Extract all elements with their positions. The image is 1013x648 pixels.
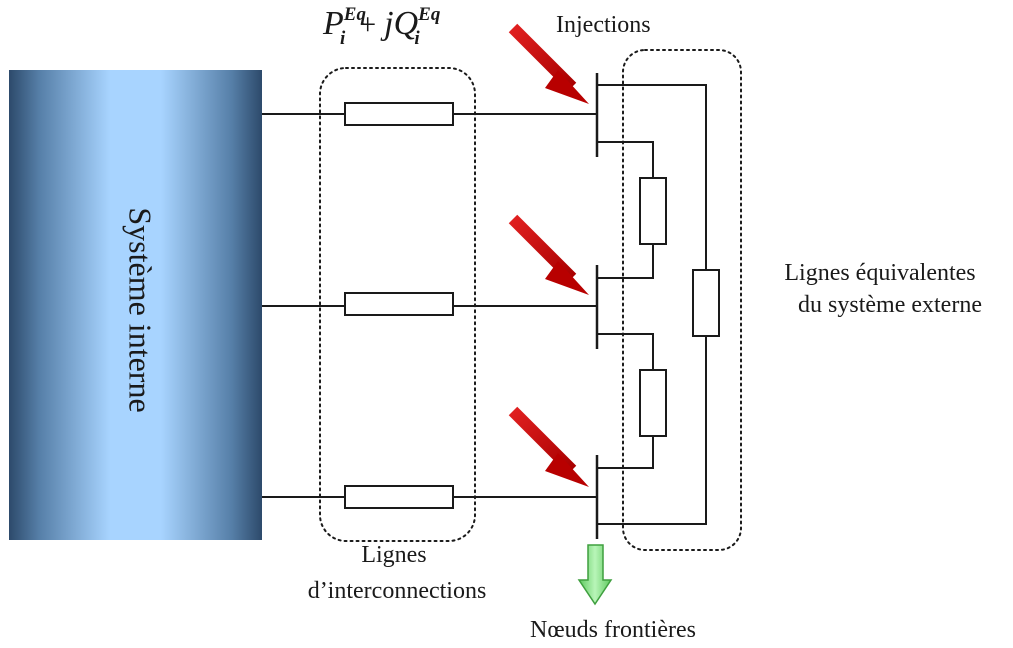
equivalent-resistor-23 bbox=[639, 369, 667, 437]
injection-arrows bbox=[508, 23, 589, 487]
equivalent-lines-label-line1: Lignes équivalentes bbox=[784, 260, 975, 286]
interconnection-lines-label: Lignes d’interconnections bbox=[308, 542, 487, 604]
injection-arrow-icon bbox=[508, 406, 589, 487]
equivalent-resistor-12 bbox=[639, 177, 667, 245]
internal-system-label: Système interne bbox=[123, 207, 159, 412]
interconnection-resistor-3 bbox=[344, 485, 454, 509]
equivalent-wire-23-bottom bbox=[597, 436, 654, 469]
interconnection-lines bbox=[262, 67, 597, 542]
equivalent-wire-12-bottom bbox=[597, 244, 654, 279]
equivalent-outer-wire-bottom bbox=[597, 336, 707, 525]
equivalent-lines-label-line2: du système externe bbox=[798, 292, 982, 318]
equivalent-lines-label: Lignes équivalentes du système externe bbox=[784, 260, 982, 318]
equivalent-outer-wire-top bbox=[597, 84, 707, 270]
internal-system: Système interne bbox=[9, 70, 262, 540]
injections-label: Injections bbox=[556, 12, 651, 38]
interconnection-resistor-1 bbox=[344, 102, 454, 126]
equivalent-wire-23-top bbox=[597, 333, 654, 370]
injection-arrow-icon bbox=[508, 214, 589, 295]
equivalent-resistor-outer bbox=[692, 269, 720, 337]
equivalent-wire-12-top bbox=[597, 141, 654, 178]
equivalent-network bbox=[597, 49, 742, 551]
injection-arrow-icon bbox=[508, 23, 589, 104]
interconnection-lines-label-line2: d’interconnections bbox=[308, 578, 487, 604]
interconnection-group-box bbox=[319, 67, 476, 542]
interconnection-resistor-2 bbox=[344, 292, 454, 316]
equivalent-group-box bbox=[622, 49, 742, 551]
interconnection-lines-label-line1: Lignes bbox=[361, 542, 426, 568]
boundary-node-arrow-icon bbox=[577, 544, 613, 606]
boundary-nodes-label: Nœuds frontières bbox=[530, 617, 696, 643]
internal-system-block bbox=[9, 70, 262, 540]
